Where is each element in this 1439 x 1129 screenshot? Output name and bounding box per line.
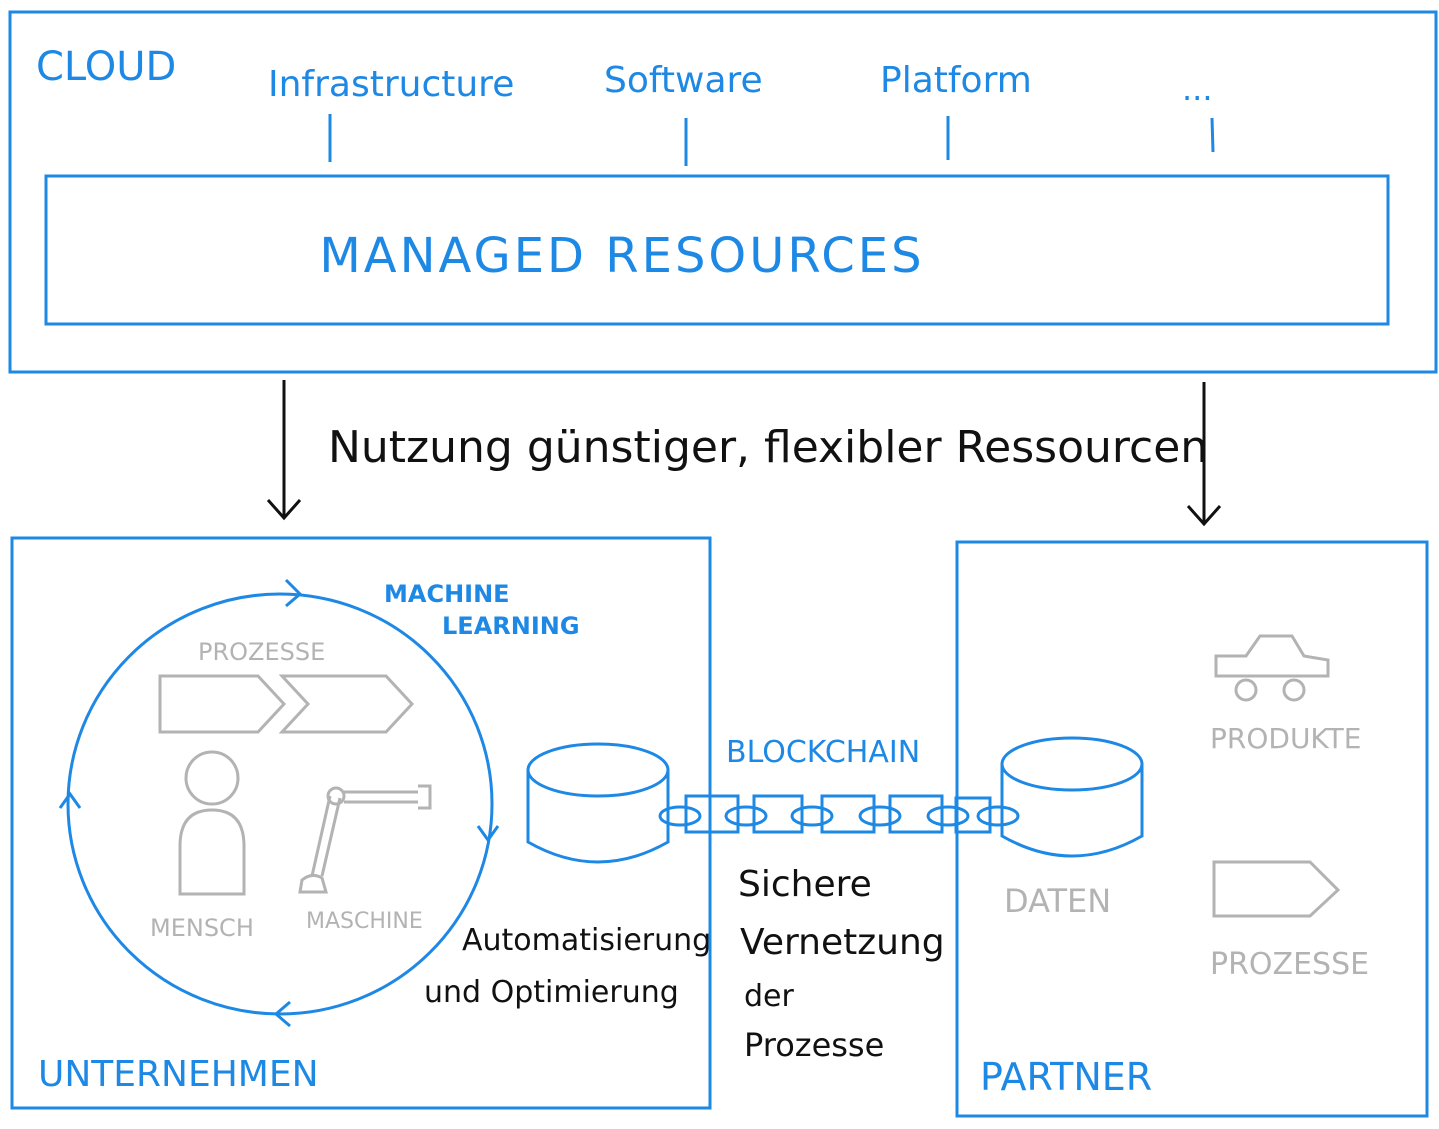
cloud-box	[8, 10, 1438, 374]
service-infrastructure: Infrastructure	[268, 64, 514, 105]
data-label: DATEN	[1004, 882, 1111, 920]
partner-processes-label: PROZESSE	[1210, 947, 1369, 982]
partner-database-icon	[1000, 736, 1144, 858]
machine-label: MASCHINE	[306, 909, 423, 934]
partner-process-icon	[1212, 860, 1341, 918]
blockchain-note-line4: Prozesse	[744, 1026, 884, 1064]
products-label: PRODUKTE	[1210, 722, 1361, 755]
partner-box	[955, 540, 1429, 1118]
service-more: ...	[1182, 70, 1213, 108]
ml-cycle-circle	[66, 592, 494, 1016]
managed-resources-label: MANAGED RESOURCES	[319, 228, 924, 284]
blockchain-note-line1: Sichere	[738, 864, 872, 905]
blockchain-label: BLOCKCHAIN	[726, 735, 920, 770]
car-icon	[1214, 634, 1330, 702]
blockchain-chain-icon	[658, 794, 1020, 834]
human-label: MENSCH	[150, 914, 254, 942]
enterprise-label: UNTERNEHMEN	[38, 1054, 319, 1095]
process-chevron-icon	[158, 674, 415, 734]
blockchain-note-line2: Vernetzung	[740, 922, 945, 963]
partner-label: PARTNER	[980, 1055, 1152, 1099]
arrow-left	[266, 380, 302, 521]
person-icon	[178, 750, 246, 896]
automation-line1: Automatisierung	[462, 923, 711, 958]
robot-arm-icon	[298, 784, 432, 894]
automation-line2: und Optimierung	[424, 975, 679, 1010]
cloud-label: CLOUD	[36, 44, 176, 90]
ml-label-line2: LEARNING	[442, 612, 580, 640]
flow-label: Nutzung günstiger, flexibler Ressourcen	[328, 422, 1208, 473]
managed-resources-box	[44, 174, 1390, 326]
blockchain-note-line3: der	[744, 979, 795, 1014]
cycle-arrow-right	[476, 825, 500, 843]
cycle-arrow-bottom	[273, 1000, 291, 1028]
service-platform: Platform	[880, 60, 1032, 101]
enterprise-database-icon	[526, 742, 670, 864]
cycle-arrow-top	[284, 578, 303, 608]
connector-more	[1210, 117, 1215, 153]
enterprise-box	[10, 536, 712, 1110]
service-software: Software	[604, 60, 763, 101]
cycle-arrow-left	[58, 791, 82, 809]
ml-label-line1: MACHINE	[384, 580, 510, 608]
enterprise-processes-label: PROZESSE	[198, 638, 325, 666]
arrow-right	[1186, 382, 1222, 527]
